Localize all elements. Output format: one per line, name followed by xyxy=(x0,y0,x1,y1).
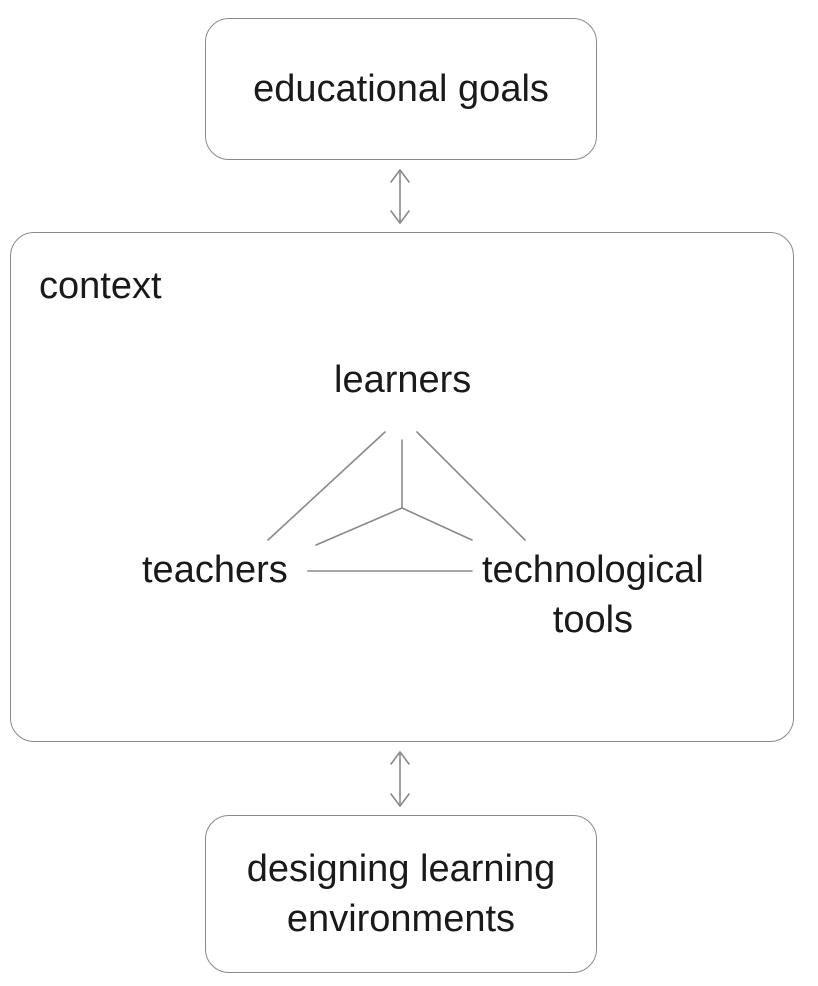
technological-tools-line2: tools xyxy=(552,599,634,641)
goals-context-double-arrow xyxy=(390,169,410,224)
designing-learning-environments-box: designing learning environments xyxy=(205,815,597,973)
technological-tools-label: technological tools xyxy=(482,545,704,645)
teachers-label: teachers xyxy=(142,549,288,591)
designing-line1: designing learning xyxy=(246,848,556,890)
context-design-double-arrow xyxy=(390,751,410,807)
context-label: context xyxy=(39,265,162,307)
educational-goals-label: educational goals xyxy=(253,68,549,110)
context-box: context xyxy=(10,232,794,742)
educational-goals-box: educational goals xyxy=(205,18,597,160)
designing-line2: environments xyxy=(286,898,516,940)
learners-label: learners xyxy=(334,359,472,401)
technological-tools-line1: technological xyxy=(482,549,704,591)
